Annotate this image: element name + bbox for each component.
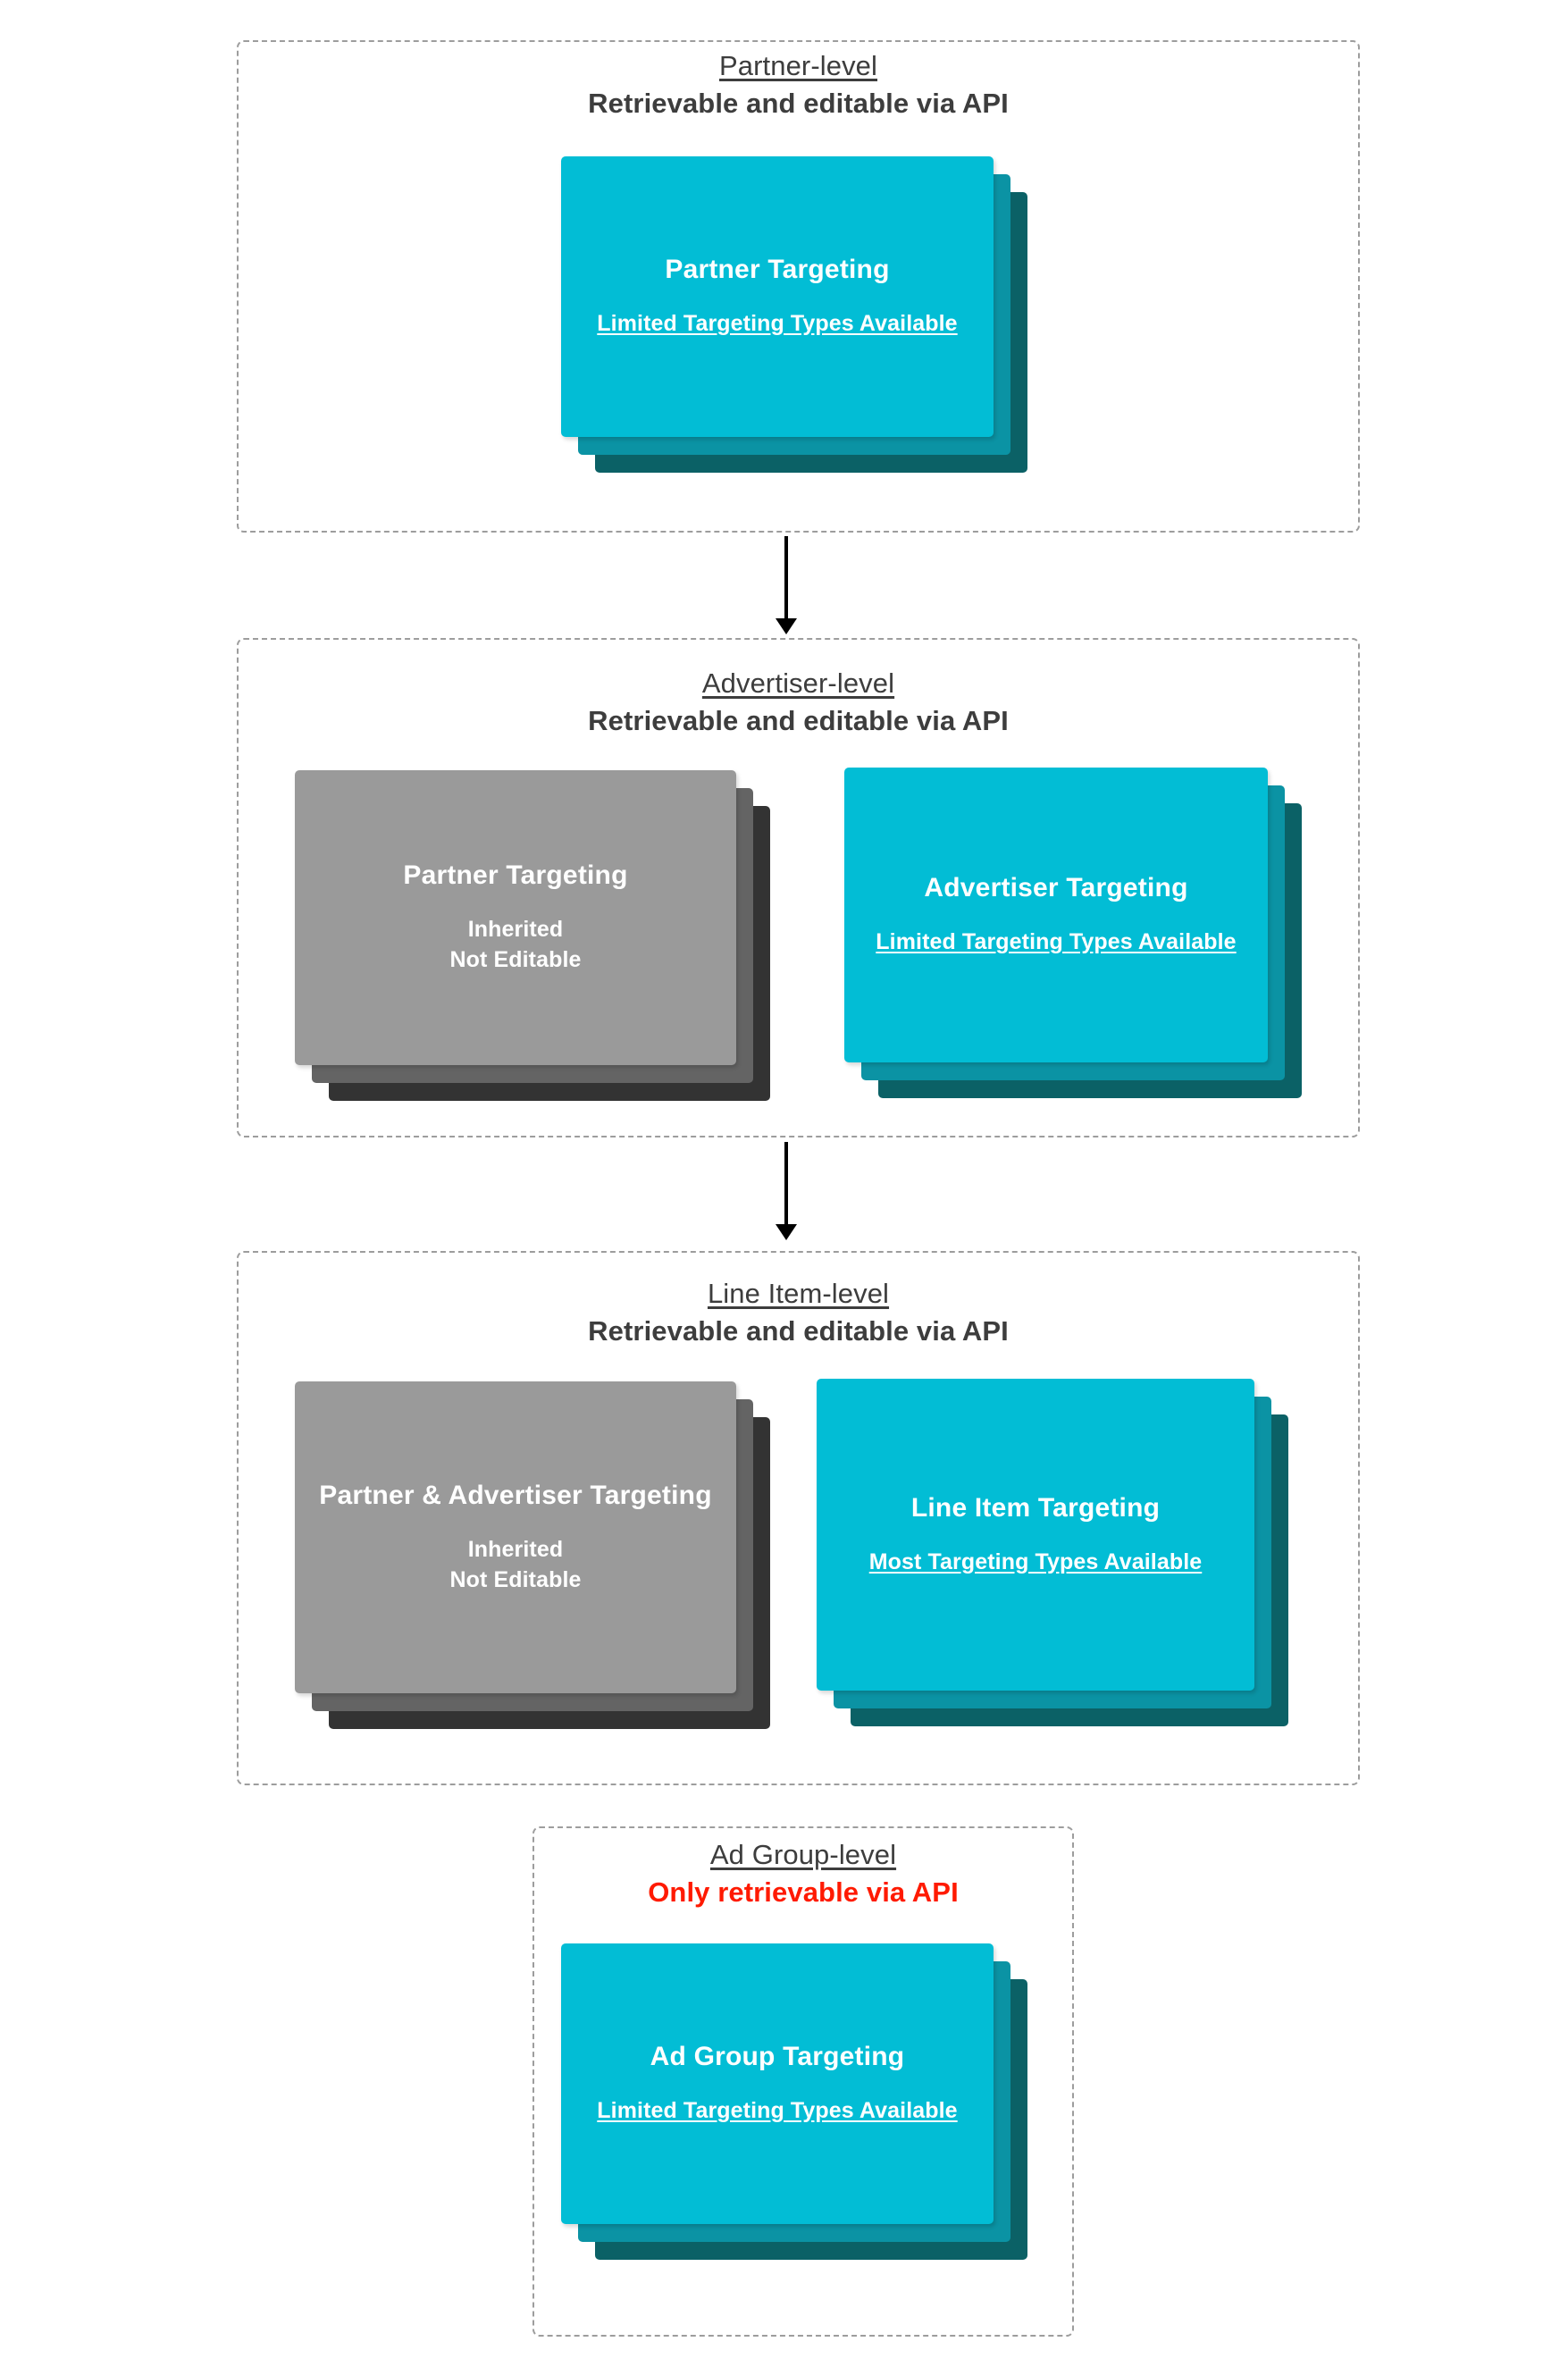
level-title-line-item: Line Item-level — [707, 1278, 890, 1309]
level-subtitle-ad-group: Only retrievable via API — [648, 1876, 959, 1908]
card-stack-line-item-targeting[interactable]: Line Item Targeting Most Targeting Types… — [817, 1379, 1288, 1726]
level-subtitle-partner: Retrievable and editable via API — [588, 87, 1009, 119]
arrow-shaft — [784, 1142, 788, 1226]
arrow-head-icon — [776, 618, 797, 634]
card-note: Limited Targeting Types Available — [597, 2098, 958, 2124]
card-stack-ad-group-targeting[interactable]: Ad Group Targeting Limited Targeting Typ… — [561, 1943, 1027, 2260]
level-subtitle-advertiser: Retrievable and editable via API — [588, 704, 1009, 736]
card-note: Limited Targeting Types Available — [597, 311, 958, 337]
card-title: Partner Targeting — [665, 255, 890, 285]
level-container-advertiser — [237, 638, 1360, 1137]
card-note: Inherited Not Editable — [449, 917, 582, 972]
card-note: Most Targeting Types Available — [868, 1549, 1203, 1574]
card-layer-front[interactable]: Partner & Advertiser Targeting Inherited… — [295, 1381, 736, 1693]
card-title: Partner Targeting — [403, 860, 628, 891]
level-title-partner: Partner-level — [718, 50, 878, 81]
card-layer-front[interactable]: Ad Group Targeting Limited Targeting Typ… — [561, 1943, 994, 2224]
card-stack-partner-targeting[interactable]: Partner Targeting Limited Targeting Type… — [561, 156, 1027, 473]
level-container-line-item — [237, 1251, 1360, 1785]
card-layer-front[interactable]: Advertiser Targeting Limited Targeting T… — [844, 768, 1268, 1062]
card-stack-advertiser-targeting[interactable]: Advertiser Targeting Limited Targeting T… — [844, 768, 1302, 1098]
level-heading-partner: Partner-level Retrievable and editable v… — [237, 50, 1360, 120]
card-title: Advertiser Targeting — [924, 873, 1188, 903]
level-subtitle-line-item: Retrievable and editable via API — [588, 1314, 1009, 1347]
card-stack-line-item-inherited[interactable]: Partner & Advertiser Targeting Inherited… — [295, 1381, 770, 1729]
card-title: Partner & Advertiser Targeting — [319, 1480, 712, 1510]
card-layer-front[interactable]: Line Item Targeting Most Targeting Types… — [817, 1379, 1254, 1691]
level-container-partner — [237, 40, 1360, 533]
card-layer-front[interactable]: Partner Targeting Limited Targeting Type… — [561, 156, 994, 437]
level-heading-advertiser: Advertiser-level Retrievable and editabl… — [237, 667, 1360, 737]
card-title: Ad Group Targeting — [650, 2042, 905, 2072]
card-stack-advertiser-inherited[interactable]: Partner Targeting Inherited Not Editable — [295, 770, 770, 1101]
connector-partner-to-advertiser — [768, 536, 804, 634]
level-title-advertiser: Advertiser-level — [701, 667, 895, 699]
arrow-head-icon — [776, 1224, 797, 1240]
card-layer-front[interactable]: Partner Targeting Inherited Not Editable — [295, 770, 736, 1065]
level-heading-ad-group: Ad Group-level Only retrievable via API — [532, 1839, 1074, 1909]
level-title-ad-group: Ad Group-level — [709, 1839, 897, 1870]
card-title: Line Item Targeting — [910, 1492, 1161, 1523]
card-note: Inherited Not Editable — [449, 1536, 582, 1592]
arrow-shaft — [784, 536, 788, 620]
level-container-ad-group — [532, 1826, 1074, 2337]
card-note: Limited Targeting Types Available — [876, 929, 1237, 955]
level-heading-line-item: Line Item-level Retrievable and editable… — [237, 1278, 1360, 1347]
connector-advertiser-to-line-item — [768, 1142, 804, 1240]
